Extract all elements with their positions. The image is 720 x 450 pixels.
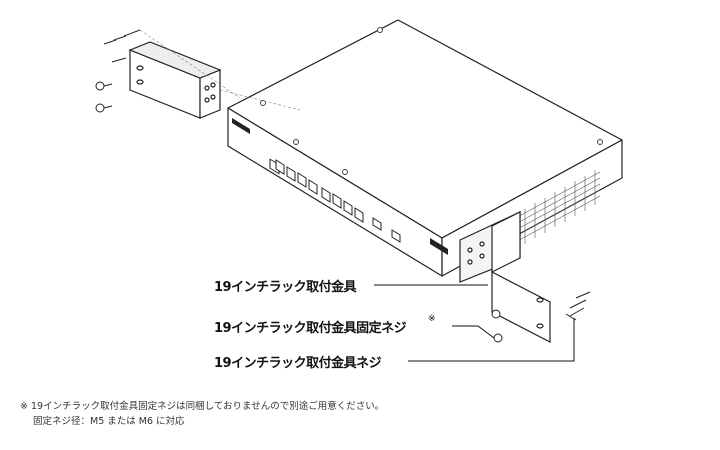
label-bracket: 19インチラック取付金具 [214, 280, 357, 295]
right-bracket [459, 211, 551, 343]
brand-logo [232, 118, 250, 134]
screw-icon [260, 27, 603, 175]
brand-logo-right [430, 238, 448, 255]
right-screws [491, 291, 591, 343]
note-line-2: 固定ネジ径：M5 または M6 に対応 [33, 416, 185, 427]
left-bracket [128, 41, 222, 119]
note-line-1: ※ 19インチラック取付金具固定ネジは同梱しておりませんので別途ご用意ください。 [20, 401, 385, 412]
left-screws [95, 29, 141, 113]
leader-lines [374, 284, 575, 362]
label-fixing-screw-mark: ※ [428, 314, 436, 324]
label-bracket-screw: 19インチラック取付金具ネジ [214, 356, 382, 371]
label-fixing-screw: 19インチラック取付金具固定ネジ [214, 321, 407, 336]
